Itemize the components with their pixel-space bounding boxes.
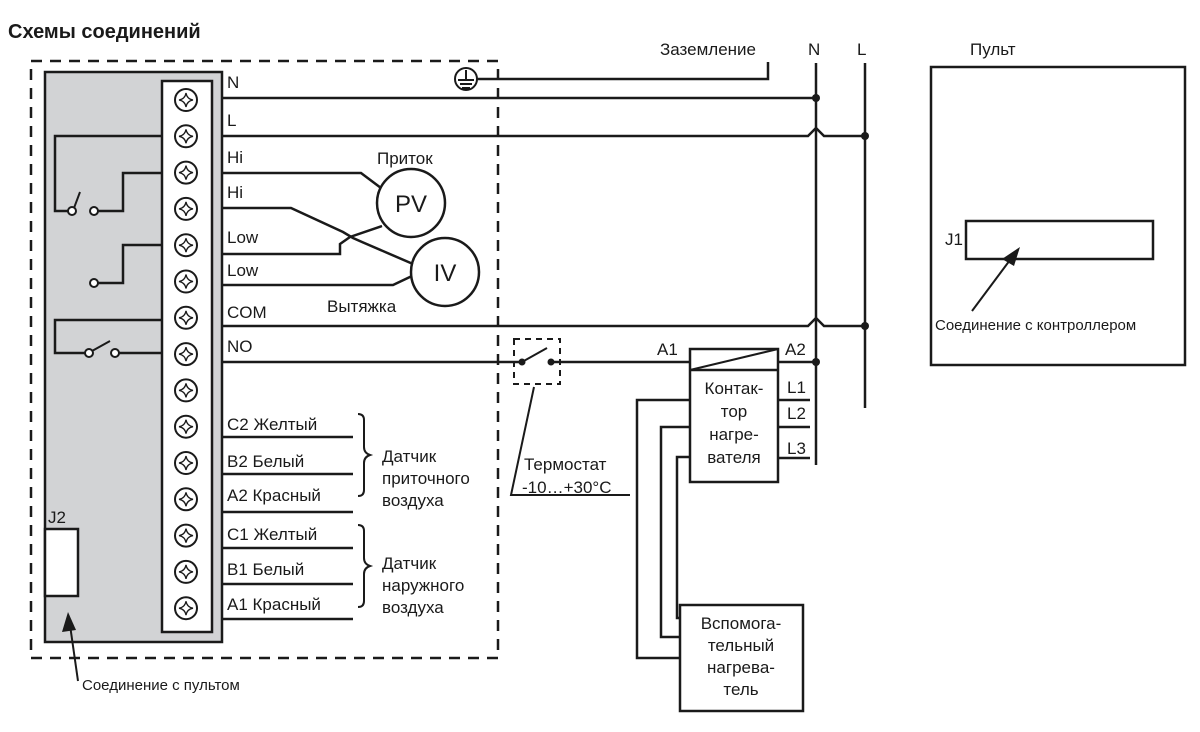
low-supply-wire — [222, 224, 383, 256]
hi-exhaust-wire — [222, 206, 414, 266]
junction-com — [861, 322, 869, 330]
terminal-label-low-2: Low — [227, 261, 259, 280]
aux-heater — [678, 603, 805, 713]
terminal-screw-icon — [174, 233, 198, 258]
terminal-label-c1: C1 Желтый — [227, 525, 317, 544]
controller-enclosure — [29, 59, 500, 660]
phase-l2-label: L2 — [787, 404, 806, 423]
phase-l1-label: L1 — [787, 378, 806, 397]
supply-fan-symbol: PV — [395, 191, 427, 218]
j1-arrow — [971, 247, 1020, 312]
phase-l3-label: L3 — [787, 439, 806, 458]
mains-l-label: L — [857, 40, 866, 59]
j1-connector[interactable] — [964, 219, 1155, 261]
exhaust-fan-iv — [409, 236, 481, 308]
com-wire — [222, 316, 865, 328]
contactor-line-4: вателя — [707, 448, 761, 467]
terminal-label-a1: A1 Красный — [227, 595, 321, 614]
contactor-line-2: тор — [721, 402, 748, 421]
terminal-screw-icon — [174, 451, 198, 475]
ground-icon — [454, 67, 478, 91]
aux-heater-line-4: тель — [723, 680, 758, 699]
terminal-screw-icon — [174, 559, 198, 584]
relay-contact-low-speed — [89, 243, 162, 288]
supply-fan-pv — [375, 167, 447, 239]
supply-sensor-line-3: воздуха — [382, 491, 444, 510]
brace-outdoor-sensor — [357, 524, 374, 608]
j2-arrow — [62, 612, 79, 682]
terminal-screw-icon — [174, 378, 198, 403]
sensor-wires — [222, 435, 353, 621]
thermostat-line-2: -10…+30°C — [522, 478, 611, 497]
aux-wire-2 — [659, 425, 690, 639]
ground-label: Заземление — [660, 40, 756, 59]
aux-heater-line-2: тельный — [708, 636, 774, 655]
junction-a2 — [812, 358, 820, 366]
j1-label: J1 — [945, 230, 963, 249]
terminal-screw-icon — [174, 269, 198, 294]
outdoor-sensor-line-3: воздуха — [382, 598, 444, 617]
brace-supply-sensor — [357, 413, 374, 497]
mains-n-label: N — [808, 40, 820, 59]
junction-l — [861, 132, 869, 140]
aux-wire-3 — [675, 455, 690, 620]
j2-connector[interactable] — [43, 527, 80, 598]
thermostat-switch — [513, 338, 561, 385]
terminal-screw-icon — [174, 523, 198, 548]
terminal-labels: N L Hi Hi Low Low COM NO C2 Желтый B2 Бе… — [227, 73, 321, 614]
l-wire — [222, 126, 865, 138]
terminal-label-b1: B1 Белый — [227, 560, 304, 579]
thermostat-line-1: Термостат — [524, 455, 607, 474]
contactor-line-1: Контак- — [705, 379, 764, 398]
thermostat-leader — [509, 386, 630, 496]
diagram-title: Схемы соединений — [8, 21, 201, 43]
contactor-a2-label: A2 — [785, 340, 806, 359]
low-exhaust-wire — [222, 274, 413, 287]
aux-heater-line-1: Вспомога- — [701, 614, 782, 633]
supply-fan-label: Приток — [377, 149, 433, 168]
contactor-line-3: нагре- — [709, 425, 759, 444]
relay-contact-heater — [53, 318, 162, 358]
relay-contact-fan-speed — [53, 134, 162, 216]
exhaust-fan-label: Вытяжка — [327, 297, 397, 316]
terminal-screws — [174, 88, 198, 621]
terminal-screw-icon — [174, 88, 198, 112]
remote-panel — [929, 65, 1187, 367]
terminal-screw-icon — [174, 342, 198, 367]
j2-caption: Соединение с пультом — [82, 677, 240, 694]
terminal-label-a2: A2 Красный — [227, 486, 321, 505]
j1-caption: Соединение с контроллером — [935, 317, 1136, 334]
remote-title: Пульт — [970, 40, 1016, 59]
supply-sensor-line-1: Датчик — [382, 447, 437, 466]
terminal-label-hi-1: Hi — [227, 148, 243, 167]
terminal-screw-icon — [174, 196, 198, 221]
terminal-screw-icon — [174, 305, 198, 330]
outdoor-sensor-line-2: наружного — [382, 576, 464, 595]
outdoor-sensor-line-1: Датчик — [382, 554, 437, 573]
aux-heater-line-3: нагрева- — [707, 658, 775, 677]
contactor-a1-label: A1 — [657, 340, 678, 359]
terminal-label-b2: B2 Белый — [227, 452, 304, 471]
supply-sensor-line-2: приточного — [382, 469, 470, 488]
ground-wire — [477, 62, 770, 81]
terminal-label-no: NO — [227, 337, 253, 356]
terminal-screw-icon — [174, 487, 198, 512]
exhaust-fan-symbol: IV — [434, 260, 457, 287]
terminal-label-c2: C2 Желтый — [227, 415, 317, 434]
contactor-coil-diagonal — [689, 348, 779, 371]
terminal-label-n: N — [227, 73, 239, 92]
terminal-label-l: L — [227, 111, 236, 130]
terminal-screw-icon — [174, 596, 198, 621]
terminal-label-com: COM — [227, 303, 267, 322]
terminal-screw-icon — [174, 124, 198, 149]
terminal-label-hi-2: Hi — [227, 183, 243, 202]
terminal-label-low-1: Low — [227, 228, 259, 247]
terminal-screw-icon — [174, 160, 198, 185]
hi-supply-wire — [222, 171, 382, 189]
aux-wire-1 — [635, 398, 690, 660]
terminal-screw-icon — [174, 414, 198, 439]
j2-label: J2 — [48, 508, 66, 527]
